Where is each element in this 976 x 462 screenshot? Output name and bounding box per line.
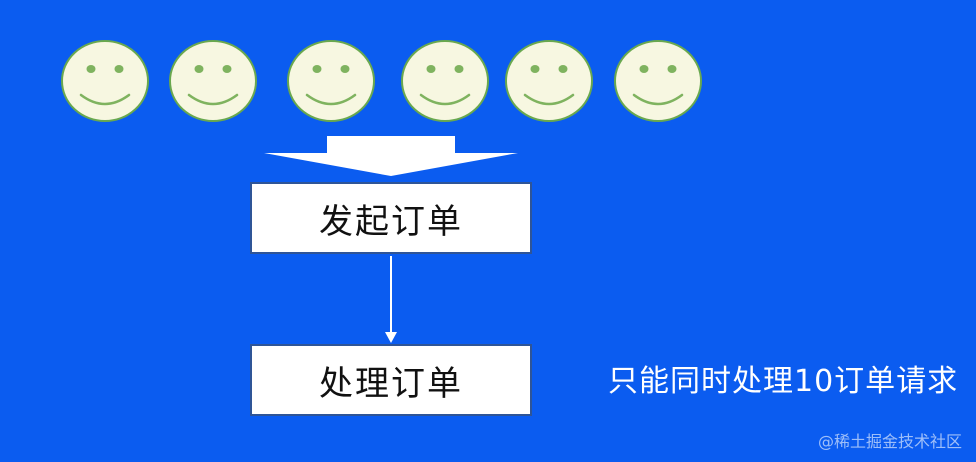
- block-down-arrow: [264, 136, 518, 176]
- smiley-face-icon: [505, 40, 593, 122]
- initiate-order-box: 发起订单: [250, 182, 532, 254]
- process-order-label: 处理订单: [319, 363, 463, 404]
- watermark: @稀土掘金技术社区: [817, 432, 962, 451]
- smiley-face-icon: [61, 40, 149, 122]
- initiate-order-label: 发起订单: [319, 201, 463, 242]
- capacity-note: 只能同时处理10订单请求: [608, 364, 959, 399]
- smiley-face-icon: [169, 40, 257, 122]
- smiley-face-icon: [614, 40, 702, 122]
- smiley-face-icon: [287, 40, 375, 122]
- smiley-face-icon: [401, 40, 489, 122]
- process-order-box: 处理订单: [250, 344, 532, 416]
- user-faces-row: [61, 40, 702, 122]
- flow-connector-arrowhead: [385, 332, 397, 343]
